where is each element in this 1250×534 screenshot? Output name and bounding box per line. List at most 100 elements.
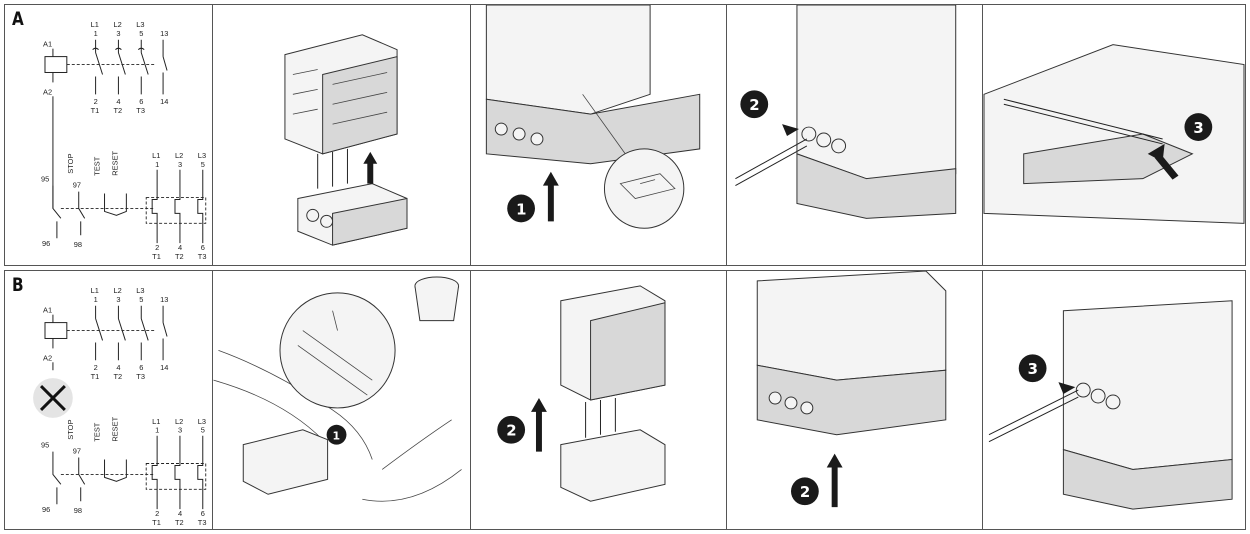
svg-text:L3: L3 xyxy=(198,151,206,160)
svg-text:A1: A1 xyxy=(43,306,52,315)
svg-text:2: 2 xyxy=(155,509,159,518)
svg-text:4: 4 xyxy=(178,509,182,518)
svg-text:6: 6 xyxy=(139,97,143,106)
step-badge-2: 2 xyxy=(790,477,819,506)
assembly-panel-b1: 1 xyxy=(213,271,471,529)
svg-text:2: 2 xyxy=(155,243,159,252)
step-badge-1: 1 xyxy=(507,194,535,223)
svg-text:1: 1 xyxy=(94,295,98,304)
svg-text:2: 2 xyxy=(506,422,516,440)
svg-text:L1: L1 xyxy=(152,417,160,426)
coil-symbol xyxy=(44,56,68,73)
svg-text:97: 97 xyxy=(73,181,81,190)
svg-text:TEST: TEST xyxy=(93,422,102,441)
svg-text:RESET: RESET xyxy=(110,150,119,175)
svg-text:T2: T2 xyxy=(113,106,122,115)
svg-text:L2: L2 xyxy=(113,20,121,29)
svg-text:4: 4 xyxy=(116,363,120,372)
svg-text:4: 4 xyxy=(116,97,120,106)
schematic-panel-b: B A1 A2 L1 L2 L3 1 3 5 13 2 4 6 14 xyxy=(5,271,213,529)
svg-text:13: 13 xyxy=(160,295,168,304)
svg-text:T3: T3 xyxy=(136,106,145,115)
cut-link-illustration: 1 xyxy=(213,276,462,502)
step-badge-2: 2 xyxy=(497,415,526,444)
schematic-diagram-b: A1 A2 L1 L2 L3 1 3 5 13 2 4 6 14 T1 xyxy=(33,286,207,527)
svg-text:1: 1 xyxy=(155,426,159,435)
step1-illustration: 1 xyxy=(485,5,701,229)
svg-text:T1: T1 xyxy=(152,518,161,527)
svg-text:95: 95 xyxy=(41,175,49,184)
svg-text:95: 95 xyxy=(41,441,49,450)
main-contacts xyxy=(92,39,168,95)
assembly-panel-a4: 3 xyxy=(983,5,1245,265)
svg-text:1: 1 xyxy=(516,200,526,218)
svg-text:6: 6 xyxy=(201,509,205,518)
svg-text:97: 97 xyxy=(73,447,81,456)
svg-text:3: 3 xyxy=(178,426,182,435)
assembly-panel-b3: 2 xyxy=(727,271,983,529)
disconnect-x-icon xyxy=(33,378,73,418)
step-badge-2: 2 xyxy=(740,90,769,119)
svg-text:3: 3 xyxy=(116,295,120,304)
contactor-relay-illustration xyxy=(284,34,408,246)
svg-text:98: 98 xyxy=(74,506,82,515)
svg-text:5: 5 xyxy=(139,295,143,304)
svg-text:2: 2 xyxy=(749,96,759,114)
tighten-screws-illustration: 3 xyxy=(988,300,1233,510)
svg-text:1: 1 xyxy=(155,160,159,169)
svg-text:2: 2 xyxy=(800,483,810,501)
svg-text:13: 13 xyxy=(160,29,168,38)
coil-a1-label: A1 xyxy=(43,40,52,49)
svg-text:L3: L3 xyxy=(136,20,144,29)
svg-text:T3: T3 xyxy=(136,372,145,381)
svg-text:T1: T1 xyxy=(91,106,100,115)
svg-text:2: 2 xyxy=(94,97,98,106)
svg-text:6: 6 xyxy=(139,363,143,372)
up-arrow-icon xyxy=(363,151,378,184)
step-badge-1: 1 xyxy=(326,424,347,445)
step2-illustration: 2 xyxy=(735,5,957,219)
assembly-panel-b4: 3 xyxy=(983,271,1245,529)
svg-text:L3: L3 xyxy=(198,417,206,426)
svg-text:T1: T1 xyxy=(152,252,161,261)
svg-text:TEST: TEST xyxy=(93,156,102,175)
svg-text:L2: L2 xyxy=(113,286,121,295)
svg-text:14: 14 xyxy=(160,363,168,372)
svg-text:5: 5 xyxy=(201,160,205,169)
svg-text:L2: L2 xyxy=(175,151,183,160)
screwdriver xyxy=(988,389,1079,436)
remove-relay-illustration: 2 xyxy=(497,285,666,502)
row-letter-b: B xyxy=(12,274,24,296)
svg-text:3: 3 xyxy=(178,160,182,169)
right-arrow-icon xyxy=(1058,382,1076,395)
svg-text:STOP: STOP xyxy=(66,154,75,174)
svg-text:T3: T3 xyxy=(198,518,207,527)
svg-text:98: 98 xyxy=(74,240,82,249)
svg-text:T1: T1 xyxy=(91,372,100,381)
row-b: B A1 A2 L1 L2 L3 1 3 5 13 2 4 6 14 xyxy=(4,270,1246,530)
thermal-element-box xyxy=(145,197,207,224)
step-badge-3: 3 xyxy=(1184,113,1213,141)
assembly-panel-a2: 1 xyxy=(471,5,727,265)
svg-text:STOP: STOP xyxy=(66,420,75,440)
right-arrow-icon xyxy=(782,124,799,136)
svg-text:1: 1 xyxy=(94,29,98,38)
svg-text:5: 5 xyxy=(201,426,205,435)
svg-text:96: 96 xyxy=(42,505,50,514)
up-arrow-icon xyxy=(826,453,843,508)
screwdriver xyxy=(735,138,808,180)
svg-text:L3: L3 xyxy=(136,286,144,295)
zoom-detail-circle xyxy=(279,292,396,409)
assembly-panel-a1 xyxy=(213,5,471,265)
svg-text:2: 2 xyxy=(94,363,98,372)
relay-drawing xyxy=(297,148,408,246)
svg-text:T2: T2 xyxy=(175,518,184,527)
svg-text:1: 1 xyxy=(333,430,341,443)
contactor-drawing xyxy=(284,34,398,155)
svg-text:3: 3 xyxy=(116,29,120,38)
svg-text:4: 4 xyxy=(178,243,182,252)
coil-a2-label: A2 xyxy=(43,87,52,96)
mount-relay-illustration: 2 xyxy=(756,271,947,508)
svg-text:A2: A2 xyxy=(43,353,52,362)
